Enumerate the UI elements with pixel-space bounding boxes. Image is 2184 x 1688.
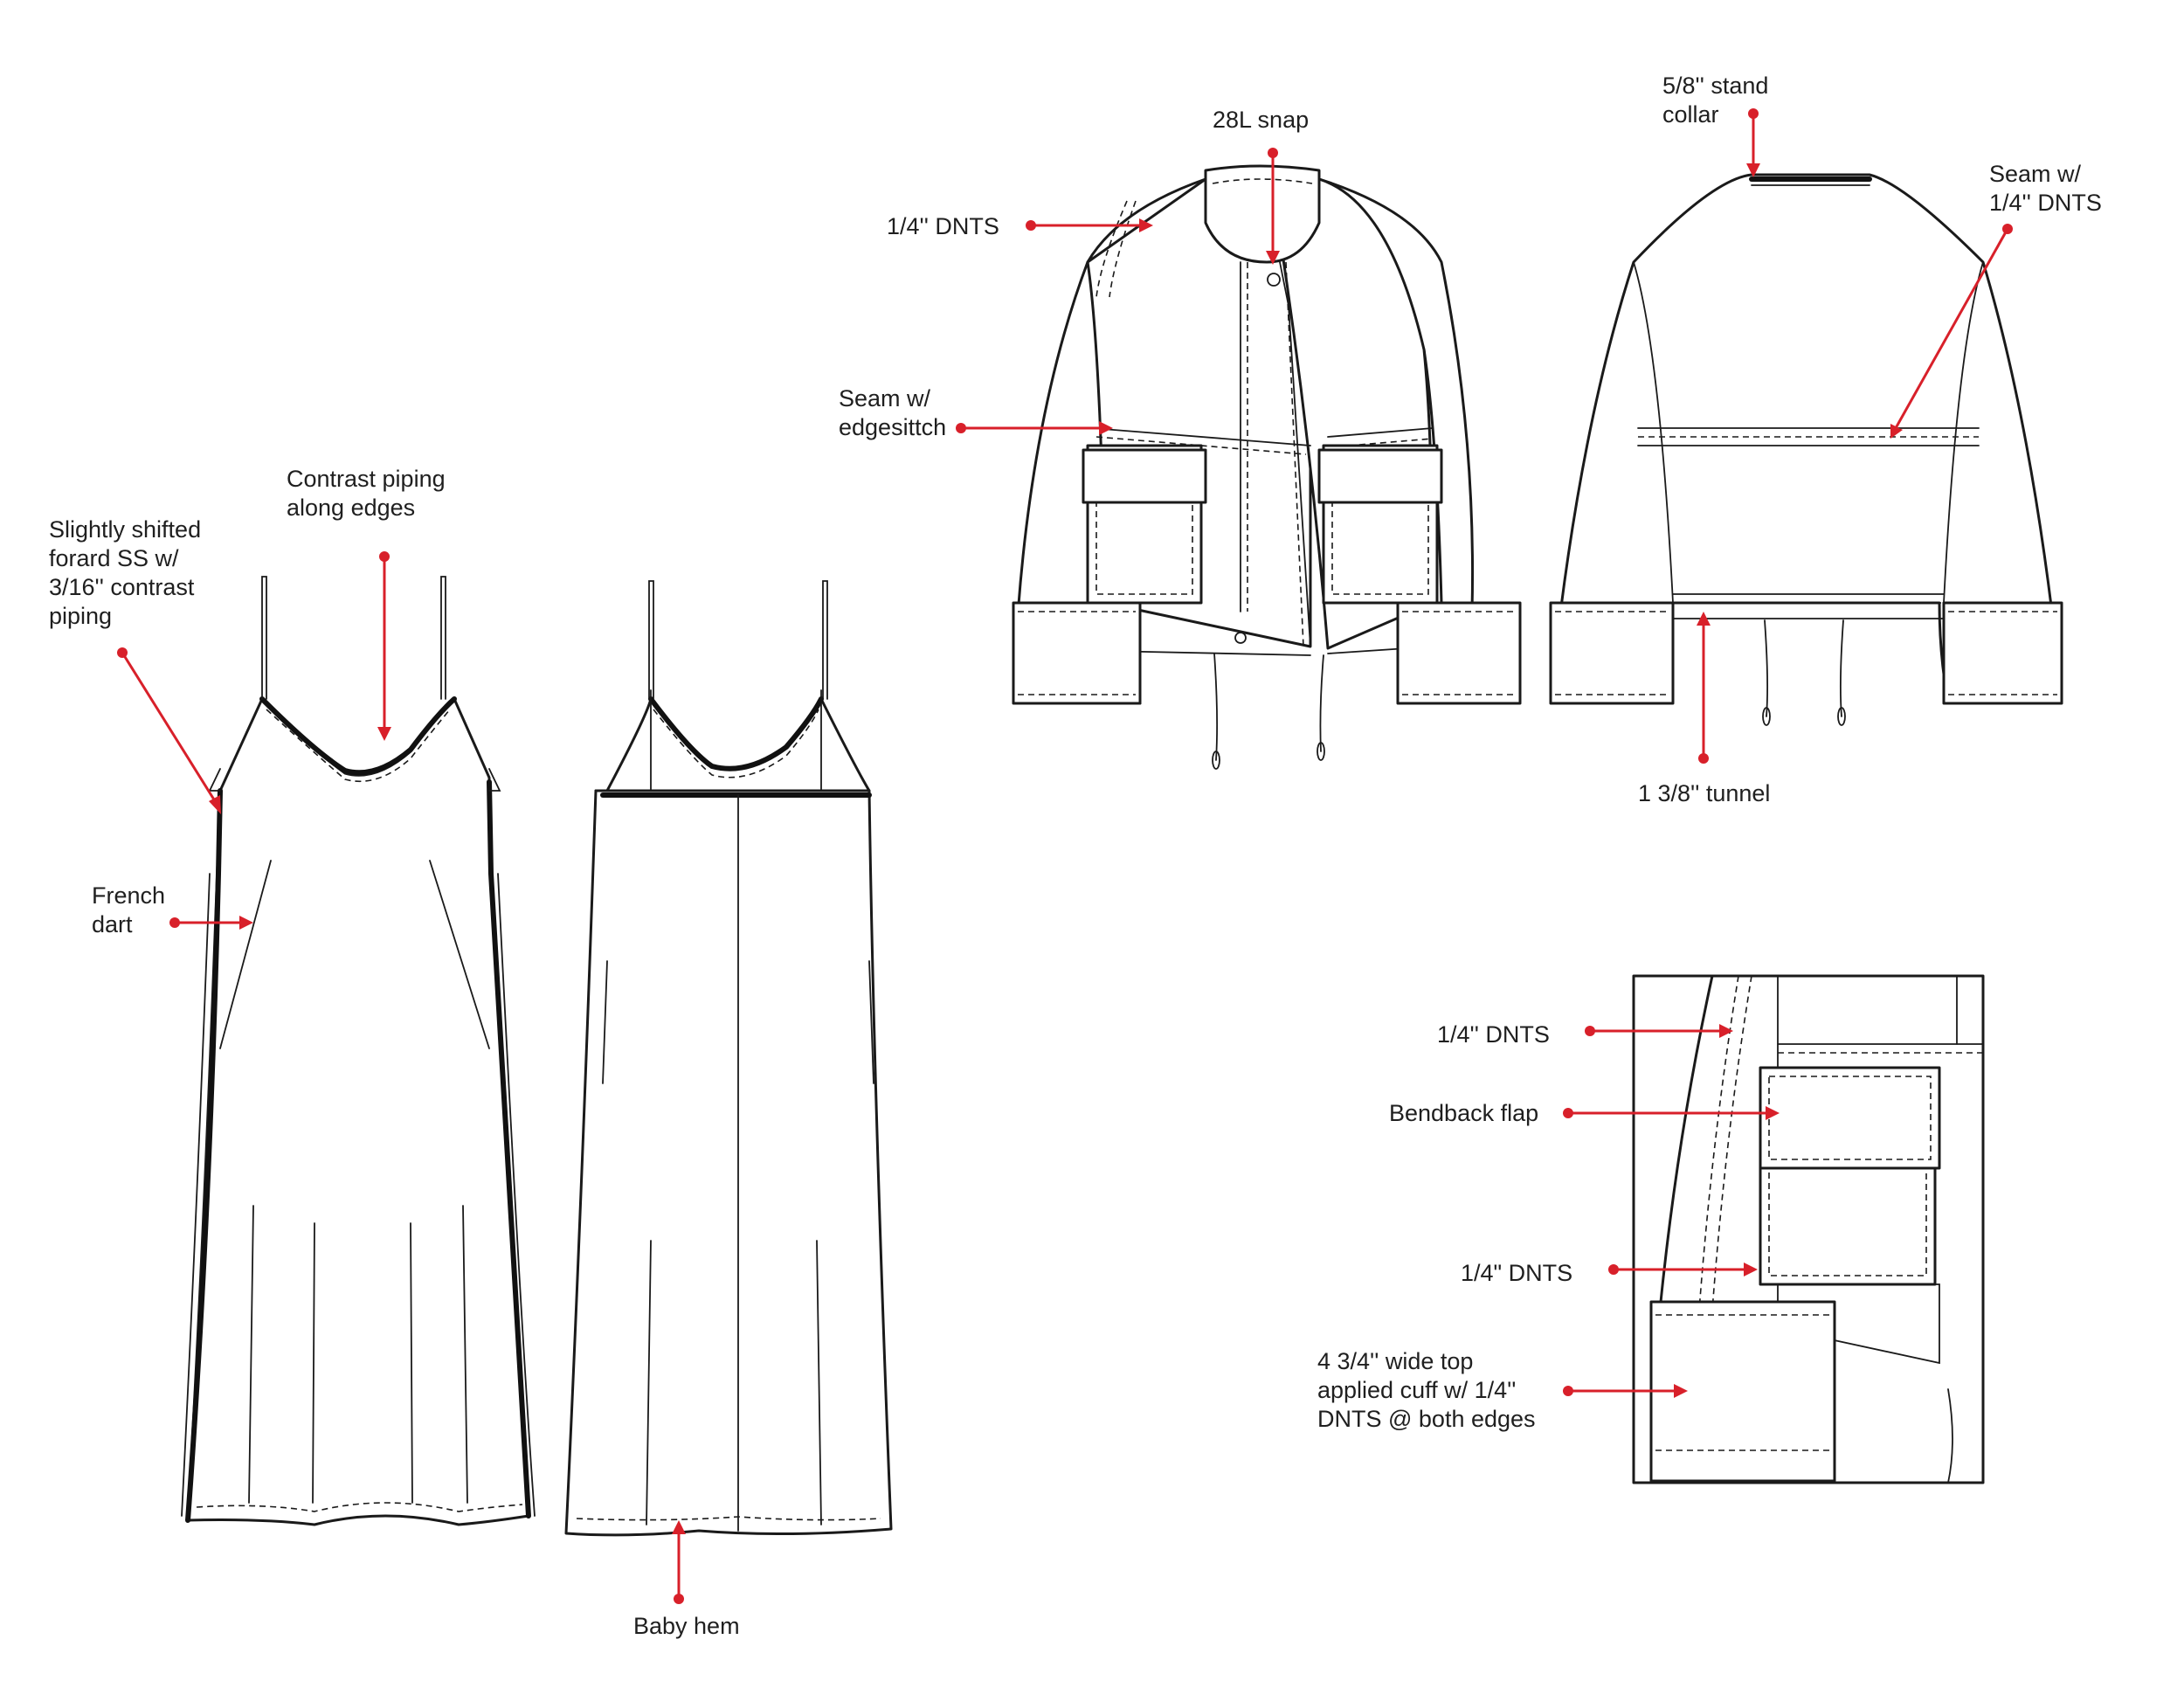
- callout-seam-edgestitch: Seam w/ edgesittch: [839, 385, 946, 440]
- dress-back-sketch: [564, 580, 893, 1537]
- jacket-back-sketch: [1549, 173, 2063, 726]
- callout-dnts-front: 1/4'' DNTS: [887, 213, 999, 239]
- cuff-pocket-detail: [1632, 974, 1985, 1484]
- callout-tunnel: 1 3/8'' tunnel: [1638, 780, 1770, 806]
- callout-cuff: 4 3/4'' wide top applied cuff w/ 1/4'' D…: [1317, 1348, 1536, 1432]
- callout-detail-dnts-mid: 1/4" DNTS: [1461, 1260, 1572, 1286]
- annotation-arrows: [117, 108, 2013, 1604]
- callout-piping-shift: Slightly shifted forard SS w/ 3/16'' con…: [49, 516, 208, 629]
- callout-stand-collar: 5/8'' stand collar: [1662, 73, 1775, 128]
- callout-detail-dnts-top: 1/4'' DNTS: [1437, 1021, 1550, 1048]
- callout-bendback-flap: Bendback flap: [1389, 1100, 1538, 1126]
- jacket-front-sketch: [1012, 164, 1522, 770]
- callout-contrast-piping: Contrast piping along edges: [287, 466, 452, 521]
- callout-baby-hem: Baby hem: [633, 1613, 740, 1639]
- callout-snap: 28L snap: [1213, 107, 1309, 133]
- dress-front-sketch: [181, 576, 536, 1526]
- callout-french-dart: French dart: [92, 882, 172, 937]
- callout-seam-dnts-back: Seam w/ 1/4'' DNTS: [1989, 161, 2102, 216]
